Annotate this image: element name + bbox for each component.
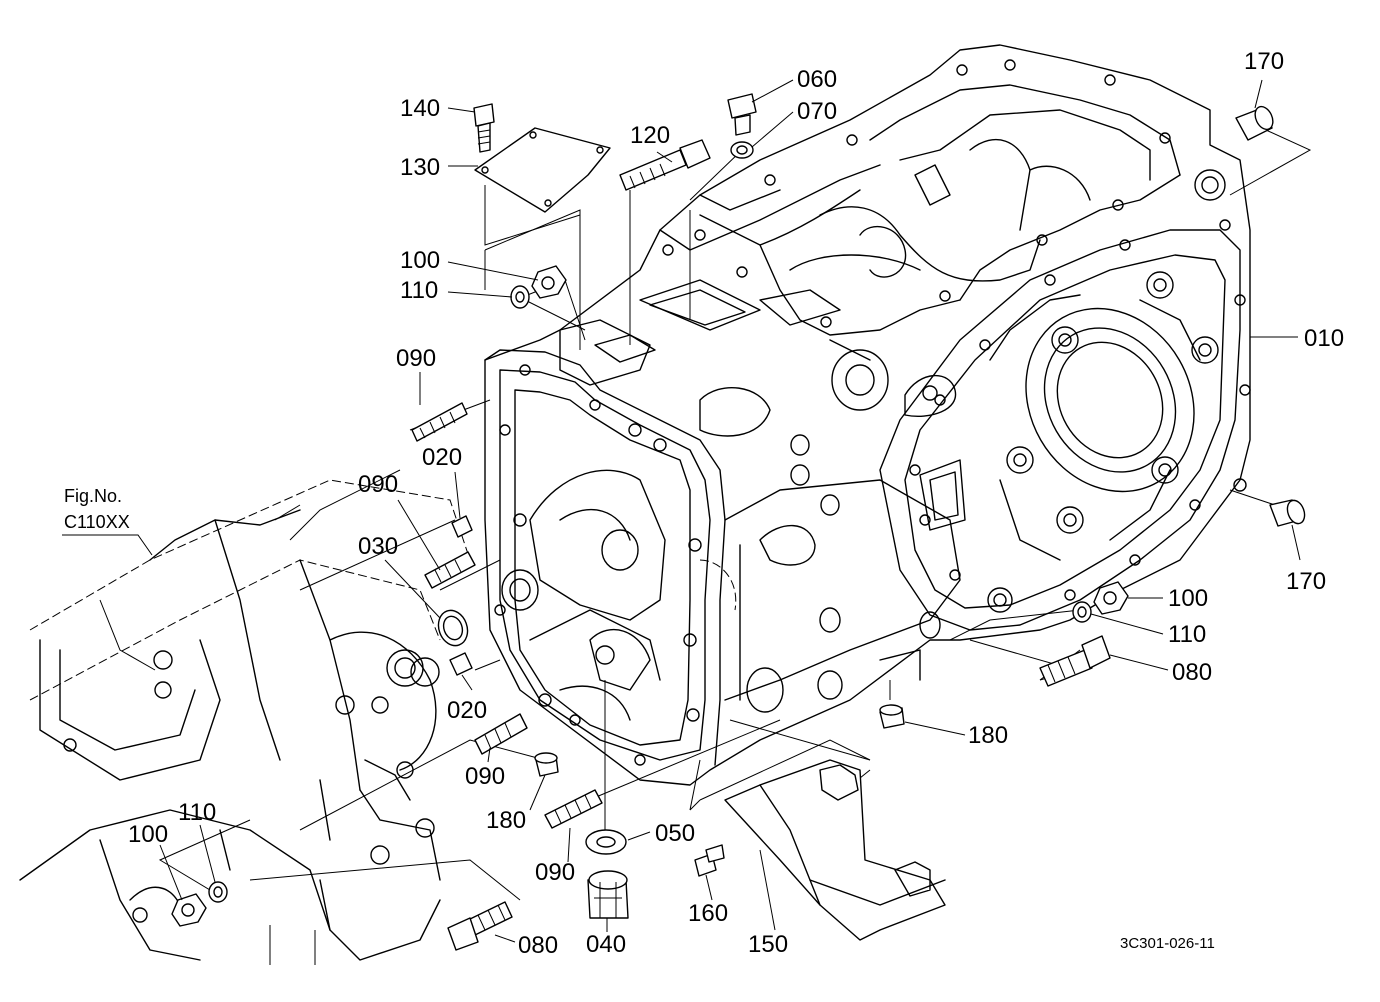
callout-120: 120 — [630, 122, 670, 149]
callout-100-right: 100 — [1168, 585, 1208, 612]
callout-140: 140 — [400, 95, 440, 122]
callout-leaders — [62, 79, 1301, 943]
callout-020-b: 020 — [447, 697, 487, 724]
callout-170-bottom: 170 — [1286, 568, 1326, 595]
washer-110-right-part — [1072, 601, 1092, 623]
rear-plate-holes — [494, 364, 702, 766]
side-plate-bosses — [909, 169, 1251, 613]
plug-180-b-part — [879, 704, 905, 729]
callout-150: 150 — [748, 931, 788, 958]
washer-050-part — [585, 829, 627, 855]
callout-080-right: 080 — [1172, 659, 1212, 686]
ring-030-part — [437, 609, 469, 647]
callout-090-c: 090 — [465, 763, 505, 790]
stud-090-a-part — [411, 402, 468, 442]
nut-100-left-part — [171, 893, 207, 927]
callout-110-right: 110 — [1168, 621, 1206, 648]
pin-020-b-part — [449, 652, 473, 676]
nut-100-top-part — [531, 265, 567, 299]
drawing-code: 3C301-026-11 — [1120, 935, 1215, 952]
callout-110-left: 110 — [178, 799, 216, 826]
transmission-case — [484, 44, 1251, 786]
callout-070: 070 — [797, 98, 837, 125]
plug-180-a-part — [534, 752, 559, 777]
top-flange-holes — [662, 59, 1171, 328]
nut-100-right-part — [1093, 581, 1129, 615]
callout-180-right: 180 — [968, 722, 1008, 749]
callout-090-d: 090 — [535, 859, 575, 886]
callout-170-top: 170 — [1244, 48, 1284, 75]
assembly-guide-lines — [158, 124, 1312, 901]
callout-060: 060 — [797, 66, 837, 93]
plug-170-b-part — [1269, 499, 1306, 527]
callout-010: 010 — [1304, 325, 1344, 352]
figure-ref-code: C110XX — [64, 512, 130, 532]
stud-090-c-part — [474, 713, 528, 755]
callout-labels: 140 130 100 110 120 060 070 170 010 170 … — [128, 48, 1344, 959]
figure-ref-label: Fig.No. — [64, 486, 122, 506]
guard-plate-150-part — [724, 759, 946, 941]
callout-100-left: 100 — [128, 821, 168, 848]
bolt-160-part — [694, 844, 725, 877]
callout-100-top: 100 — [400, 247, 440, 274]
bolt-140-part — [473, 103, 495, 153]
callout-110-top: 110 — [400, 277, 438, 304]
washer-070-part — [730, 141, 754, 159]
stud-090-b-part — [424, 551, 476, 589]
plug-170-a-part — [1235, 105, 1274, 141]
cover-plate-part — [474, 127, 611, 246]
bolt-080-left-part — [447, 901, 513, 951]
callout-090-b: 090 — [358, 471, 398, 498]
callout-090-a: 090 — [396, 345, 436, 372]
figure-reference: Fig.No. C110XX — [64, 486, 130, 532]
callout-020-a: 020 — [422, 444, 462, 471]
callout-160: 160 — [688, 900, 728, 927]
callout-080-left: 080 — [518, 932, 558, 959]
callout-130: 130 — [400, 154, 440, 181]
callout-050: 050 — [655, 820, 695, 847]
bolt-060-part — [727, 93, 757, 136]
pin-020-a-part — [451, 515, 473, 538]
callout-180-left: 180 — [486, 807, 526, 834]
callout-030: 030 — [358, 533, 398, 560]
plug-040-part — [587, 870, 629, 919]
washer-110-top-part — [510, 285, 530, 309]
bolt-080-right-part — [1039, 635, 1111, 687]
stud-090-d-part — [544, 789, 603, 829]
washer-110-left-part — [208, 881, 228, 903]
reference-housing-ghost — [19, 479, 471, 965]
callout-040: 040 — [586, 931, 626, 958]
